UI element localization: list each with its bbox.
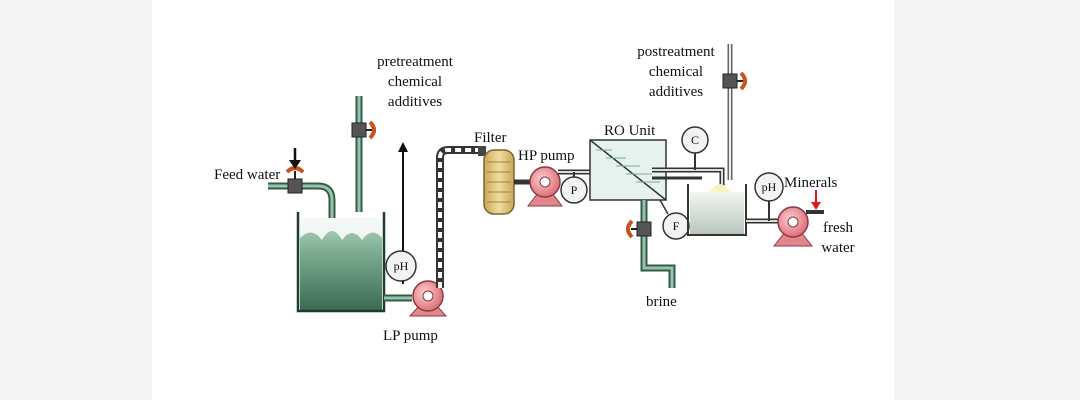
lp-pump-label: LP pump [383, 328, 438, 344]
feed-water-pipe [268, 182, 336, 222]
lp-pump-icon [408, 280, 448, 317]
filter-label: Filter [474, 130, 507, 146]
postreatment-label: postreatment chemical additives [624, 42, 728, 102]
minerals-arrow-icon [811, 190, 821, 210]
ph-gauge-pretreat: pH [385, 250, 417, 282]
fresh-water-pump-icon [772, 206, 824, 247]
feed-water-label: Feed water [214, 167, 281, 183]
hp-pump-label: HP pump [518, 148, 575, 164]
flow-gauge-label: F [673, 219, 680, 233]
pressure-gauge-label: P [571, 183, 578, 197]
brine-valve-icon [626, 219, 652, 239]
hp-pump-icon [526, 166, 564, 207]
brine-label: brine [646, 294, 677, 310]
feed-valve-icon [285, 166, 305, 194]
ro-unit-label: RO Unit [604, 123, 656, 139]
fresh-water-label-line-1: fresh [823, 220, 853, 236]
feed-arrow-icon [289, 148, 301, 169]
postreatment-valve-icon [722, 71, 747, 91]
flow-gauge: F [659, 199, 690, 240]
minerals-label: Minerals [784, 175, 838, 191]
postreatment-label-line-2: chemical [648, 64, 704, 80]
postreatment-label-line-3: additives [648, 84, 704, 100]
pretreatment-label-line-1: pretreatment [377, 54, 453, 70]
ph-gauge-post-label: pH [762, 180, 777, 194]
pretreatment-valve-icon [351, 120, 376, 140]
pressure-gauge: P [560, 172, 588, 204]
pretreatment-label: pretreatment chemical additives [360, 52, 470, 112]
pretreatment-label-line-3: additives [387, 94, 443, 110]
riser-pipe [436, 146, 478, 288]
product-tank [687, 184, 747, 236]
ph-gauge-post: pH [754, 172, 784, 221]
pretreatment-label-line-2: chemical [387, 74, 443, 90]
feed-tank [296, 212, 386, 313]
permeate-pipe [652, 167, 725, 186]
conductivity-gauge: C [681, 126, 709, 170]
ph-gauge-pretreat-label: pH [394, 259, 409, 273]
fresh-water-label: fresh water [812, 218, 864, 258]
filter-icon [478, 146, 530, 215]
conductivity-gauge-label: C [691, 133, 699, 147]
fresh-water-label-line-2: water [821, 240, 855, 256]
postreatment-label-line-1: postreatment [637, 44, 715, 60]
